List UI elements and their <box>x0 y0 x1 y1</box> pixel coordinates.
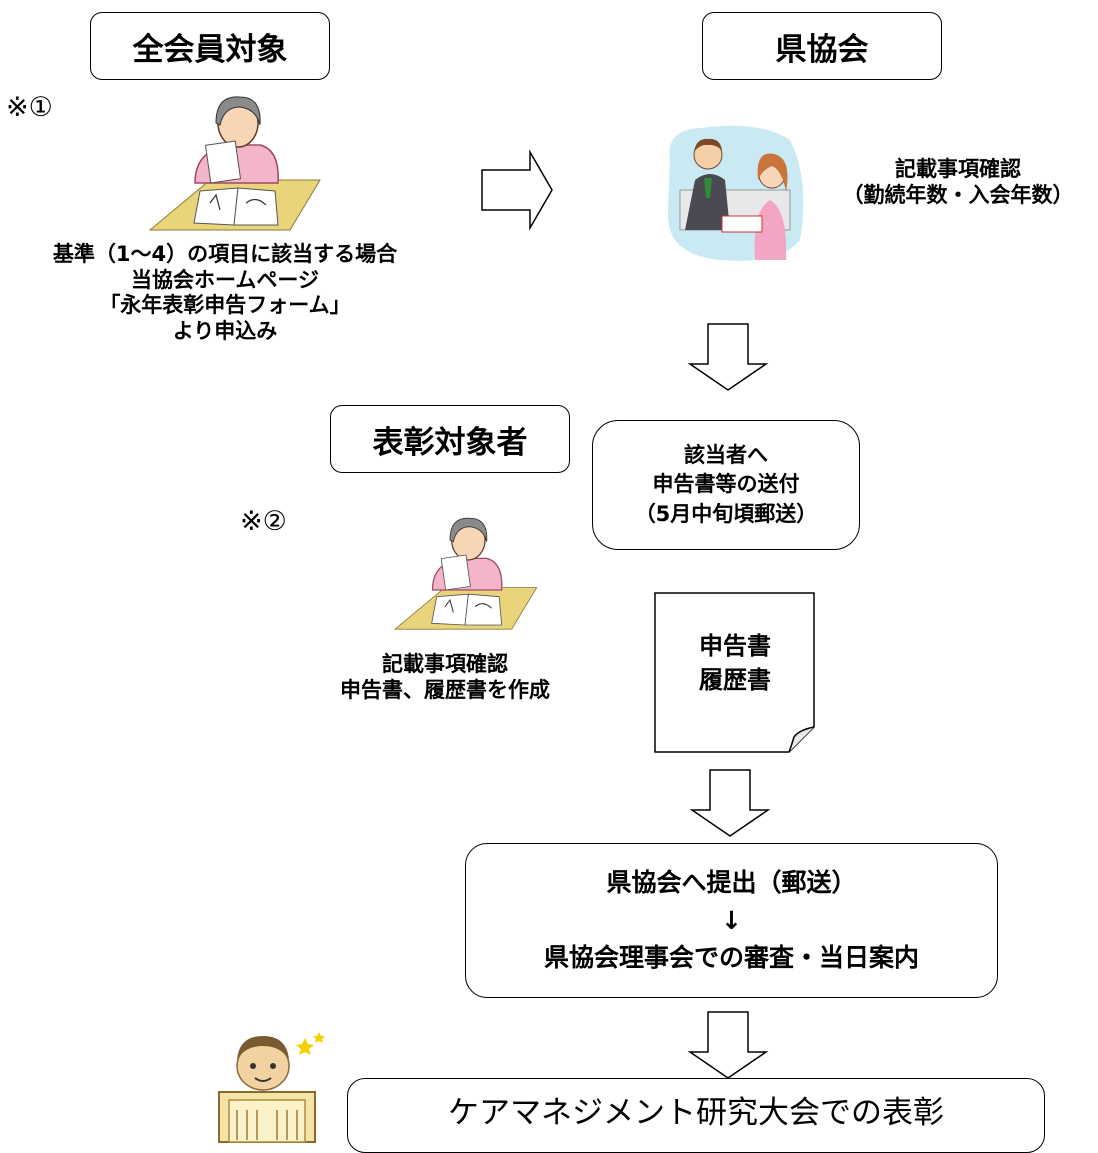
reception-illustration <box>667 125 804 261</box>
woman-writing-icon <box>393 517 538 630</box>
confirm-line-1: 記載事項確認 <box>895 157 1021 181</box>
final-award-box: ケアマネジメント研究大会での表彰 <box>347 1078 1045 1153</box>
send-documents-box: 該当者へ 申告書等の送付 （5月中旬頃郵送） <box>592 420 860 550</box>
confirm-line-2: （勤続年数・入会年数） <box>842 182 1074 207</box>
document-text: 申告書 履歴書 <box>654 630 816 697</box>
header-award-target: 表彰対象者 <box>330 405 570 473</box>
prepare-text: 記載事項確認 申告書、履歴書を作成 <box>290 652 600 703</box>
header-prefecture-association: 県協会 <box>702 12 942 80</box>
arrow-right-icon <box>481 149 553 231</box>
document-line-2: 履歴書 <box>699 665 771 694</box>
arrow-down-icon <box>689 769 771 837</box>
submit-box: 県協会へ提出（郵送） ↓ 県協会理事会での審査・当日案内 <box>465 843 998 998</box>
arrow-down-icon <box>687 323 769 391</box>
document-icon <box>654 592 815 753</box>
header-all-members: 全会員対象 <box>90 12 330 80</box>
apply-instructions: 基準（1～4）の項目に該当する場合 当協会ホームページ 「永年表彰申告フォーム」… <box>10 242 440 344</box>
submit-line-1: 県協会へ提出（郵送） <box>606 868 857 898</box>
apply-line-1: 基準（1～4）の項目に該当する場合 <box>52 242 398 266</box>
note-2: ※② <box>240 506 287 537</box>
confirm-text: 記載事項確認 （勤続年数・入会年数） <box>818 157 1098 208</box>
send-line-2: 申告書等の送付 <box>652 472 800 497</box>
award-person-illustration <box>218 1032 325 1143</box>
note-1: ※① <box>6 92 53 123</box>
woman-writing-icon <box>148 96 321 231</box>
apply-line-3: 「永年表彰申告フォーム」 <box>99 293 351 318</box>
arrow-down-icon <box>687 1011 769 1079</box>
submit-arrow: ↓ <box>721 905 742 935</box>
submit-line-2: 県協会理事会での審査・当日案内 <box>543 943 919 973</box>
prepare-line-1: 記載事項確認 <box>382 652 508 676</box>
document-line-1: 申告書 <box>699 632 771 660</box>
send-line-3: （5月中旬頃郵送） <box>634 501 818 526</box>
send-line-1: 該当者へ <box>684 442 768 467</box>
apply-line-4: より申込み <box>172 318 278 343</box>
prepare-line-2: 申告書、履歴書を作成 <box>340 677 550 702</box>
apply-line-2: 当協会ホームページ <box>131 267 319 292</box>
